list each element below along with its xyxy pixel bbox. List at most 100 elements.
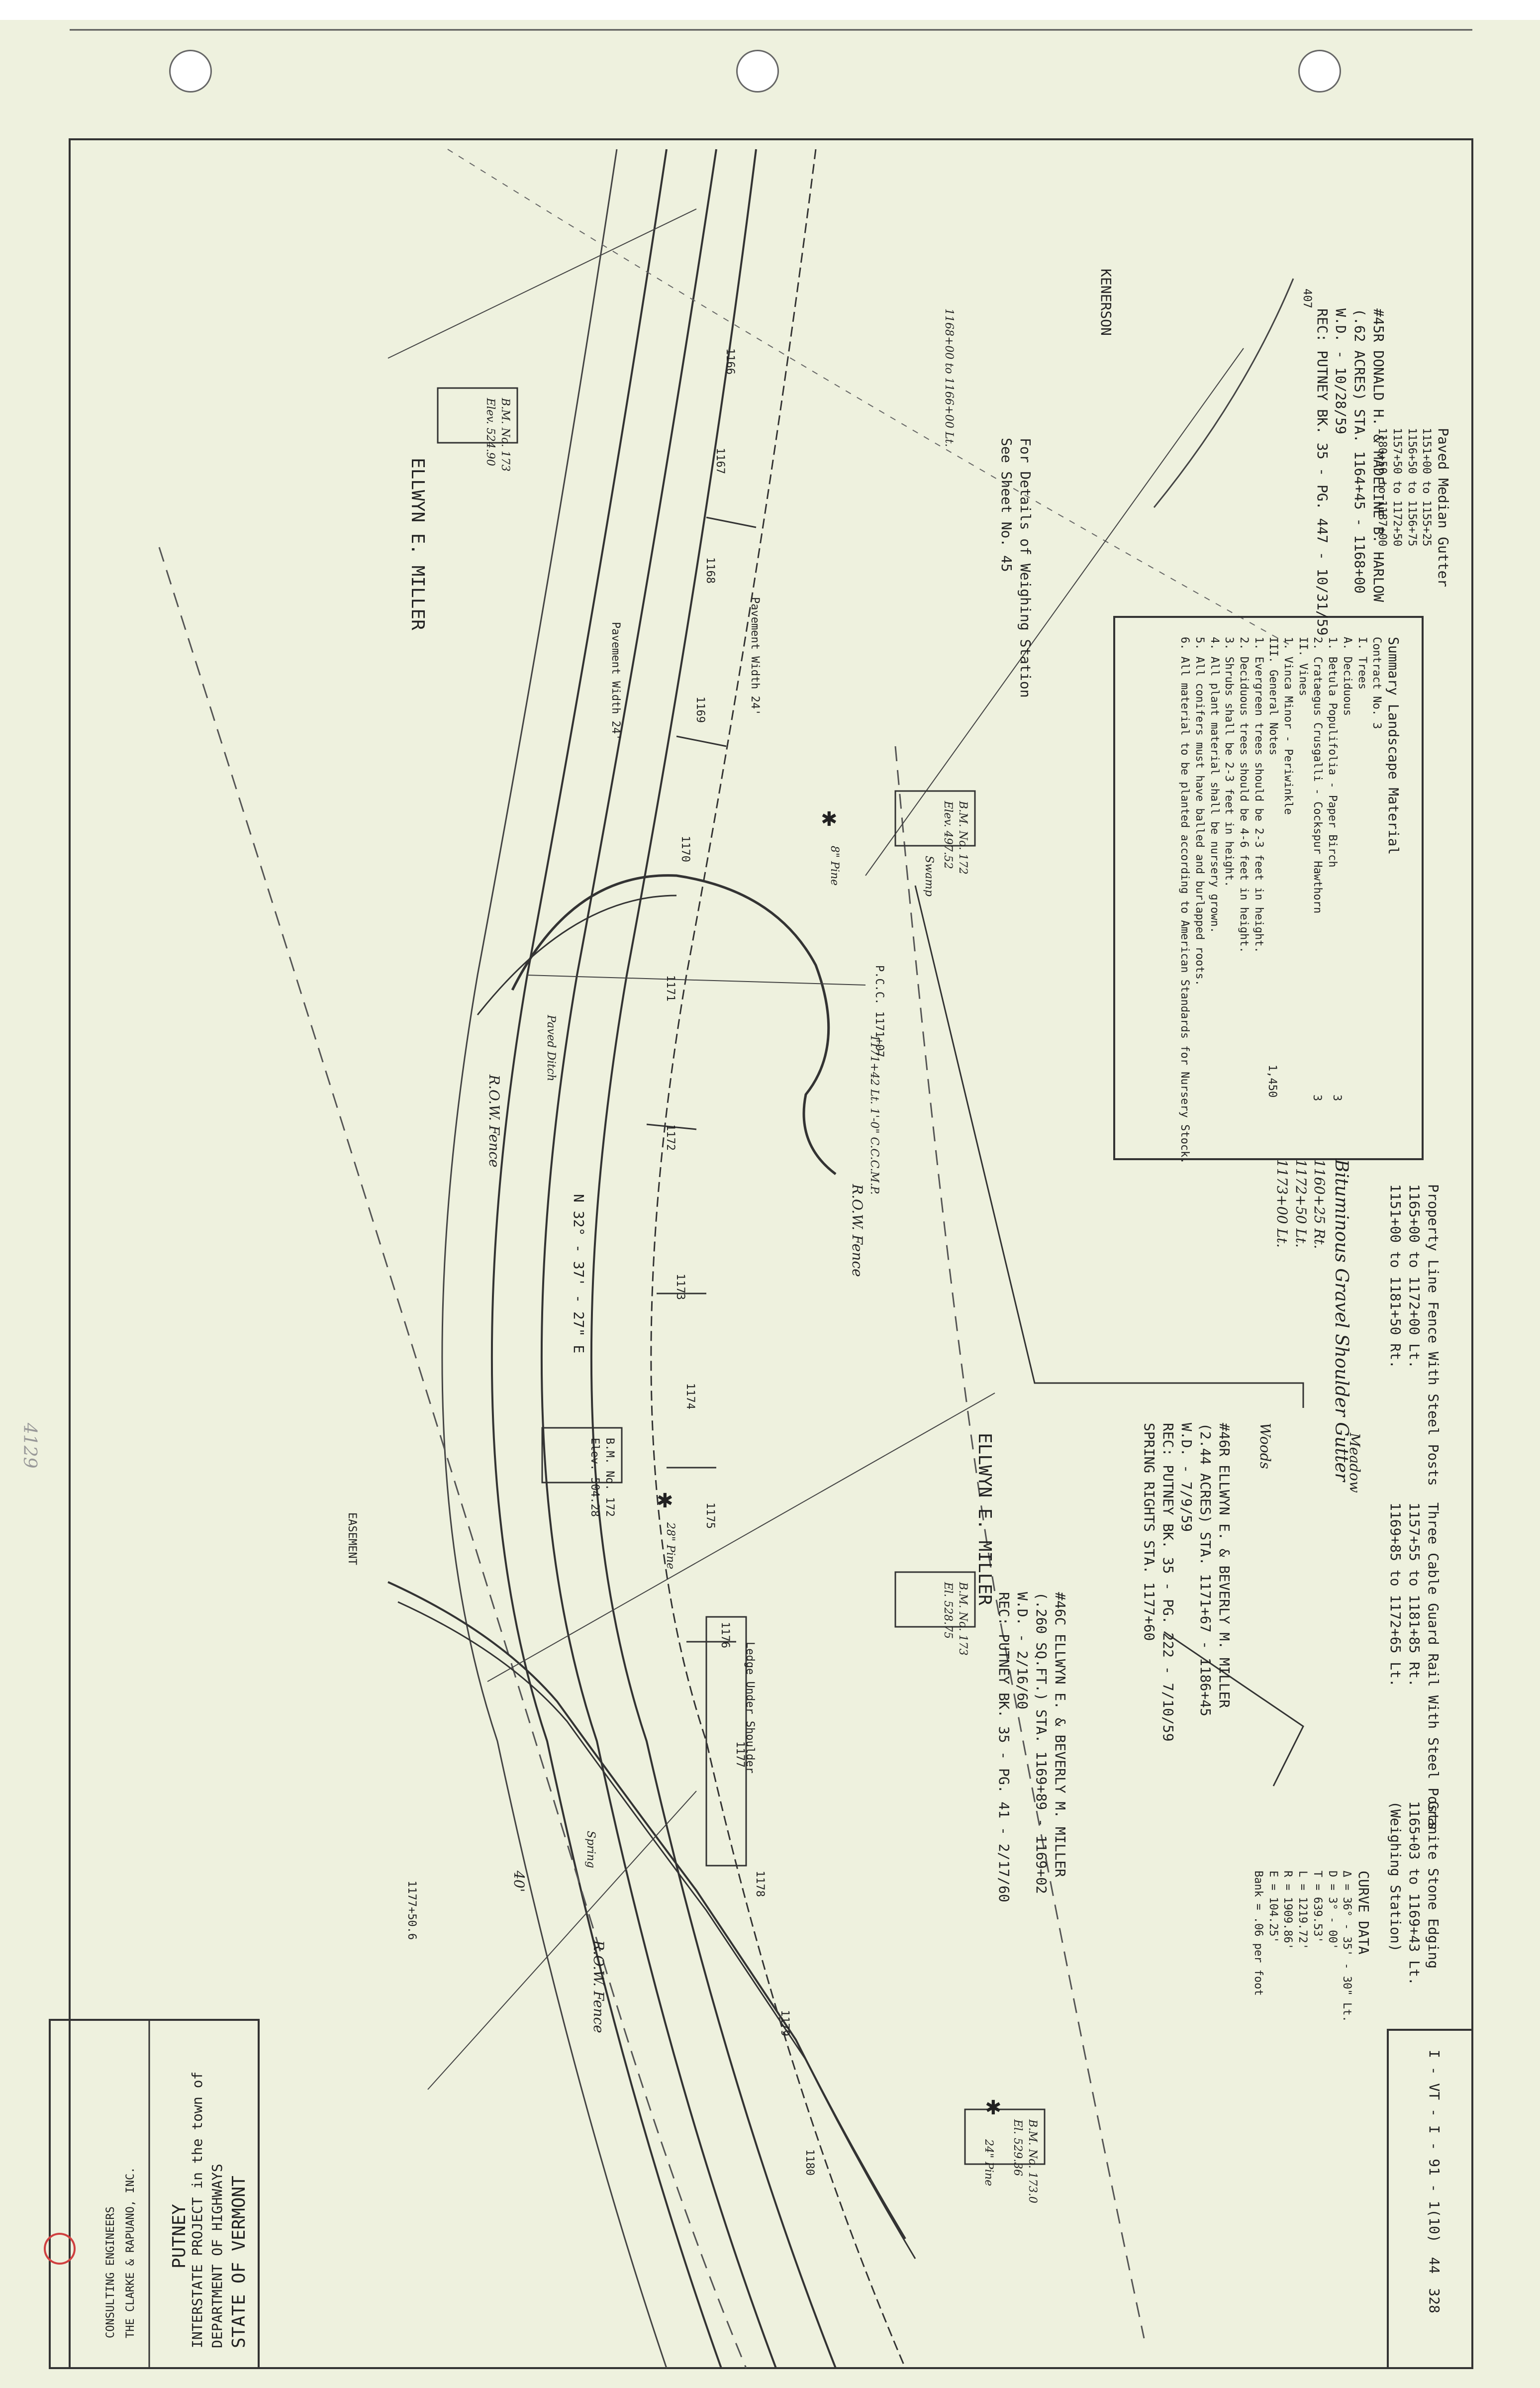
culvert-box xyxy=(705,1616,747,1867)
curve-line: Δ = 36° - 35' - 30" Lt. xyxy=(1341,1871,1353,2022)
tie-line-2 xyxy=(865,348,1244,876)
svg-text:✱: ✱ xyxy=(985,2096,1002,2119)
bm-label: B.M. No. 172 xyxy=(603,1438,616,1517)
title-town-text: PUTNEY xyxy=(169,2203,190,2269)
highway-edge-3 xyxy=(590,149,837,2369)
curve-line: T = 639.53' xyxy=(1311,1871,1324,1943)
bituminous-gutter-note: Bituminous Gravel Shoulder Gutter 1160+2… xyxy=(1272,1159,1353,1482)
row-fence-label: R.O.W. Fence xyxy=(486,1075,502,1168)
landscape-item: 1. Betula Populifolia - Paper Birch xyxy=(1326,637,1339,868)
gutter-line: 1151+00 to 1155+25 xyxy=(1420,428,1433,547)
landscape-item: 2. Crataegus Crusgalli - Cockspur Hawtho… xyxy=(1311,637,1324,914)
bm-elev: El. 528.75 xyxy=(942,1582,955,1639)
landscape-item: II. Vines xyxy=(1296,637,1309,696)
station-label: 1175 xyxy=(704,1502,716,1529)
landscape-summary: Summary Landscape Material Contract No. … xyxy=(1177,637,1403,1164)
sheet-num: 44 xyxy=(1426,2257,1443,2274)
weighing-station-note: For Details of Weighing Station See Shee… xyxy=(997,438,1035,698)
landscape-qty-2: 3 xyxy=(1331,1094,1343,1101)
highway-edge-2 xyxy=(540,149,777,2369)
owner-line: (2.44 ACRES) STA. 1171+67 - 1186+45 xyxy=(1197,1423,1214,1717)
title-town: PUTNEY xyxy=(169,2204,190,2269)
row-line-left xyxy=(158,547,747,2369)
distance-label: 40' xyxy=(511,1871,527,1892)
gutter-line: 1156+50 to 1156+75 xyxy=(1405,428,1418,547)
owner-line: W.D. - 10/28/59 xyxy=(1333,308,1349,434)
station-label: 1178 xyxy=(754,1871,766,1897)
sheet-total: 328 xyxy=(1426,2288,1443,2313)
bm-label: B.M. No. 172 xyxy=(957,801,969,875)
kenerson-arrow-label: 407 xyxy=(1301,289,1313,308)
curve-line: E = 104.25' xyxy=(1266,1871,1279,1943)
pavement-width-2: Pavement Width 24' xyxy=(749,597,761,716)
landscape-summary-box xyxy=(1113,616,1424,1160)
owner-line: REC: PUTNEY BK. 35 - PG. 447 - 10/31/59 xyxy=(1314,308,1331,636)
title-consultant-2-text: CONSULTING ENGINEERS xyxy=(104,2206,117,2338)
owner-name-right: ELLWYN E. MILLER xyxy=(974,1433,995,1605)
station-label: 1176 xyxy=(719,1622,731,1648)
station-label: 1170 xyxy=(679,836,691,862)
highway-edge-left xyxy=(441,149,668,2369)
landscape-item: 1. Evergreen trees should be 2-3 feet in… xyxy=(1252,637,1265,953)
culvert-note-2: 1171+42 Lt. 1'-0" C.C.C.M.P. xyxy=(868,1035,880,1195)
gutter-line: 1157+50 to 1172+50 xyxy=(1390,428,1403,547)
ramp-loop xyxy=(511,874,837,1175)
sheet-border xyxy=(69,138,1473,2369)
sheet-top-edge xyxy=(0,0,1540,20)
property-line-right xyxy=(914,885,1304,1408)
guard-line: 1169+85 to 1172+65 Lt. xyxy=(1387,1502,1404,1687)
woods-label: Woods xyxy=(1257,1423,1273,1469)
benchmark-5: B.M. No. 173.0 El. 529.36 xyxy=(1010,2119,1040,2203)
curve-title: CURVE DATA xyxy=(1355,1871,1372,1955)
landscape-item: 4. All plant material shall be nursery g… xyxy=(1208,637,1221,934)
landscape-item: 6. All material to be planted according … xyxy=(1178,637,1191,1164)
owner-line: (.260 SQ.FT.) STA. 1169+89 - 1169+02 xyxy=(1033,1592,1050,1894)
curve-symbol xyxy=(1163,1631,1304,1787)
title-department-text: DEPARTMENT OF HIGHWAYS xyxy=(209,2164,225,2348)
gutter-title: Paved Median Gutter xyxy=(1435,428,1451,588)
pine-label-1: 8" Pine xyxy=(828,846,841,886)
bm-elev: El. 529.36 xyxy=(1011,2119,1024,2177)
benchmark-3: B.M. No. 172 Elev. 504.28 xyxy=(587,1438,617,1517)
easement-label: EASEMENT xyxy=(346,1512,358,1565)
fence-title: Property Line Fence With Steel Posts xyxy=(1425,1184,1442,1486)
weighing-line1: For Details of Weighing Station xyxy=(1017,438,1034,698)
station-1177-label: 1177+50.6 xyxy=(405,1881,418,1940)
curve-note: Bank = .06 per foot xyxy=(1252,1871,1265,1996)
project-number: I - VT - I - 91 - 1(10) xyxy=(1426,2050,1443,2243)
landscape-item: 3. Shrubs shall be 2-3 feet in height. xyxy=(1223,637,1236,888)
kenerson-label: KENERSON xyxy=(1098,269,1114,336)
svg-text:✱: ✱ xyxy=(821,808,838,831)
station-label: 1169 xyxy=(694,696,706,723)
red-circle-mark xyxy=(44,2233,76,2265)
handwritten-side-number: 4129 xyxy=(19,1423,40,1469)
sheet-number: I - VT - I - 91 - 1(10) 44 328 xyxy=(1426,2050,1443,2313)
highway-centerline xyxy=(650,149,906,2369)
fence-line: 1165+00 to 1172+00 Lt. xyxy=(1406,1184,1423,1369)
landscape-item: I. Trees xyxy=(1355,637,1368,690)
station-label: 1168 xyxy=(704,557,716,584)
title-consultant-2: CONSULTING ENGINEERS xyxy=(104,2206,117,2338)
bm-elev: Elev. 524.90 xyxy=(484,398,497,466)
culvert-note-1: 1168+00 to 1166+00 Lt. xyxy=(943,308,955,447)
title-consultant-text: THE CLARKE & RAPUANO, INC. xyxy=(124,2167,137,2338)
weighing-line2: See Sheet No. 45 xyxy=(998,438,1015,572)
landscape-item: 5. All conifers must have balled and bur… xyxy=(1193,637,1206,986)
ledge-line-top xyxy=(447,149,1294,647)
title-consultant: THE CLARKE & RAPUANO, INC. xyxy=(124,2167,137,2338)
bm-box-2 xyxy=(894,790,976,847)
owner-line: #46C ELLWYN E. & BEVERLY M. MILLER xyxy=(1052,1592,1068,1878)
guard-rail-note: Three Cable Guard Rail With Steel Posts … xyxy=(1386,1502,1443,1829)
owner-line: SPRING RIGHTS STA. 1177+60 xyxy=(1141,1423,1157,1641)
spring-label: Spring xyxy=(584,1831,597,1868)
station-label: 1173 xyxy=(674,1274,686,1300)
owner-line: REC: PUTNEY BK. 35 - PG. 222 - 7/10/59 xyxy=(1159,1423,1176,1742)
title-project-text: INTERSTATE PROJECT in the town of xyxy=(189,2071,205,2348)
bm-label: B.M. No. 173.0 xyxy=(1026,2119,1039,2203)
row-fence-label-2: R.O.W. Fence xyxy=(849,1184,866,1277)
punch-hole-center xyxy=(736,50,779,93)
highway-edge-1 xyxy=(490,149,722,2369)
ramp-curve-inner xyxy=(477,895,677,1015)
landscape-item: 1. Vinca Minor - Periwinkle xyxy=(1282,637,1295,815)
